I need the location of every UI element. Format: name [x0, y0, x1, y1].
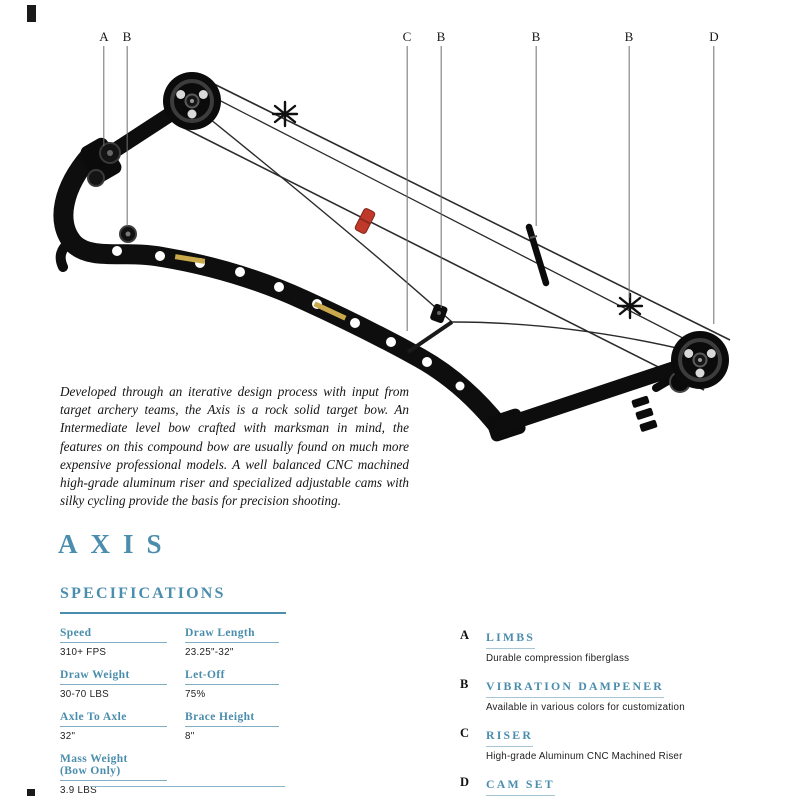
callout-line	[535, 46, 537, 226]
spec-value: 75%	[185, 689, 206, 700]
cable-slide	[430, 303, 448, 324]
parts-legend: A LIMBS Durable compression fiberglass B…	[460, 628, 760, 800]
legend-item-vibration-dampener: B VIBRATION DAMPENER Available in variou…	[460, 677, 760, 713]
string-spider-dampener-1	[271, 100, 299, 128]
callout-letter: B	[122, 29, 132, 44]
bow-strings	[181, 79, 731, 391]
specifications-heading: SPECIFICATIONS	[60, 585, 286, 614]
callout-letter: B	[624, 29, 634, 44]
legend-letter: A	[460, 628, 470, 642]
string-spider-dampener-2	[616, 292, 644, 320]
spec-label: Axle To Axle	[60, 711, 167, 727]
corner-mark-top	[27, 5, 36, 22]
spec-value: 310+ FPS	[60, 647, 107, 658]
spec-draw-length: Draw Length 23.25"-32"	[185, 627, 297, 658]
bow-illustration	[53, 72, 731, 442]
callout-line	[713, 46, 715, 324]
spec-label: Mass Weight (Bow Only)	[60, 753, 167, 781]
legend-body: RISER High-grade Aluminum CNC Machined R…	[486, 726, 683, 762]
spec-speed: Speed 310+ FPS	[60, 627, 185, 658]
callout-letter: A	[99, 29, 109, 44]
callout-letter: B	[436, 29, 446, 44]
callout-line	[126, 46, 128, 226]
spec-empty-cell	[185, 753, 297, 796]
legend-letter: C	[460, 726, 470, 740]
riser-logo-accent-2	[313, 301, 347, 321]
legend-body: VIBRATION DAMPENER Available in various …	[486, 677, 685, 713]
legend-title: CAM SET	[486, 777, 555, 796]
riser-logo-accent-1	[174, 254, 206, 264]
spec-value: 30-70 LBS	[60, 689, 109, 700]
legend-letter: D	[460, 775, 470, 789]
sight-assembly	[80, 137, 122, 187]
footer-rule	[90, 786, 285, 787]
bottom-cam	[669, 331, 729, 393]
spec-label: Draw Weight	[60, 669, 167, 685]
legend-body: CAM SET Specialized geometry Adjustable …	[486, 775, 760, 800]
spec-value: 3.9 LBS	[60, 785, 97, 796]
spec-label: Brace Height	[185, 711, 279, 727]
callout-c-riser: C	[402, 29, 412, 331]
legend-item-limbs: A LIMBS Durable compression fiberglass	[460, 628, 760, 664]
spec-brace-height: Brace Height 8"	[185, 711, 297, 742]
callout-line	[440, 46, 442, 308]
specs-table: Speed 310+ FPS Draw Length 23.25"-32" Dr…	[60, 627, 300, 796]
corner-mark-bottom	[27, 789, 35, 796]
legend-item-riser: C RISER High-grade Aluminum CNC Machined…	[460, 726, 760, 762]
callout-b-dampener-3: B	[531, 29, 541, 226]
spec-value: 23.25"-32"	[185, 647, 234, 658]
legend-description: Durable compression fiberglass	[486, 653, 630, 664]
spec-let-off: Let-Off 75%	[185, 669, 297, 700]
callout-b-dampener-1: B	[122, 29, 132, 226]
callout-line	[406, 46, 408, 331]
specifications-section: SPECIFICATIONS Speed 310+ FPS Draw Lengt…	[60, 585, 300, 796]
string-dampener-red	[354, 208, 376, 234]
spec-value: 8"	[185, 731, 195, 742]
legend-description: High-grade Aluminum CNC Machined Riser	[486, 751, 683, 762]
callout-letter: C	[402, 29, 412, 44]
riser-cutouts	[112, 246, 465, 391]
callout-letter: B	[531, 29, 541, 44]
riser-knob	[119, 225, 137, 243]
spec-draw-weight: Draw Weight 30-70 LBS	[60, 669, 185, 700]
callout-line	[103, 46, 105, 146]
top-cam	[163, 72, 221, 130]
limb-dampener-stack	[631, 395, 658, 432]
callout-b-dampener-2: B	[436, 29, 446, 308]
spec-mass-weight: Mass Weight (Bow Only) 3.9 LBS	[60, 753, 185, 796]
cable-guard-rod	[406, 320, 454, 354]
callout-b-dampener-4: B	[624, 29, 634, 298]
legend-title: VIBRATION DAMPENER	[486, 679, 664, 698]
legend-title: LIMBS	[486, 630, 536, 649]
product-description: Developed through an iterative design pr…	[60, 384, 409, 509]
spec-value: 32"	[60, 731, 76, 742]
callout-line	[628, 46, 630, 298]
riser	[53, 146, 510, 438]
spec-label: Let-Off	[185, 669, 279, 685]
legend-description: Available in various colors for customiz…	[486, 702, 685, 713]
callout-letter: D	[709, 29, 719, 44]
rod-dampener	[525, 223, 550, 287]
spec-label: Speed	[60, 627, 167, 643]
product-title: AXIS	[58, 529, 175, 559]
spec-axle-to-axle: Axle To Axle 32"	[60, 711, 185, 742]
legend-title: RISER	[486, 728, 534, 747]
spec-label: Draw Length	[185, 627, 279, 643]
legend-letter: B	[460, 677, 469, 691]
callout-a-limbs: A	[99, 29, 109, 146]
callout-d-camset: D	[709, 29, 719, 324]
bow-diagram: A B C B B B D	[53, 29, 731, 442]
legend-body: LIMBS Durable compression fiberglass	[486, 628, 629, 664]
lower-limb	[486, 356, 696, 442]
legend-item-cam-set: D CAM SET Specialized geometry Adjustabl…	[460, 775, 760, 800]
